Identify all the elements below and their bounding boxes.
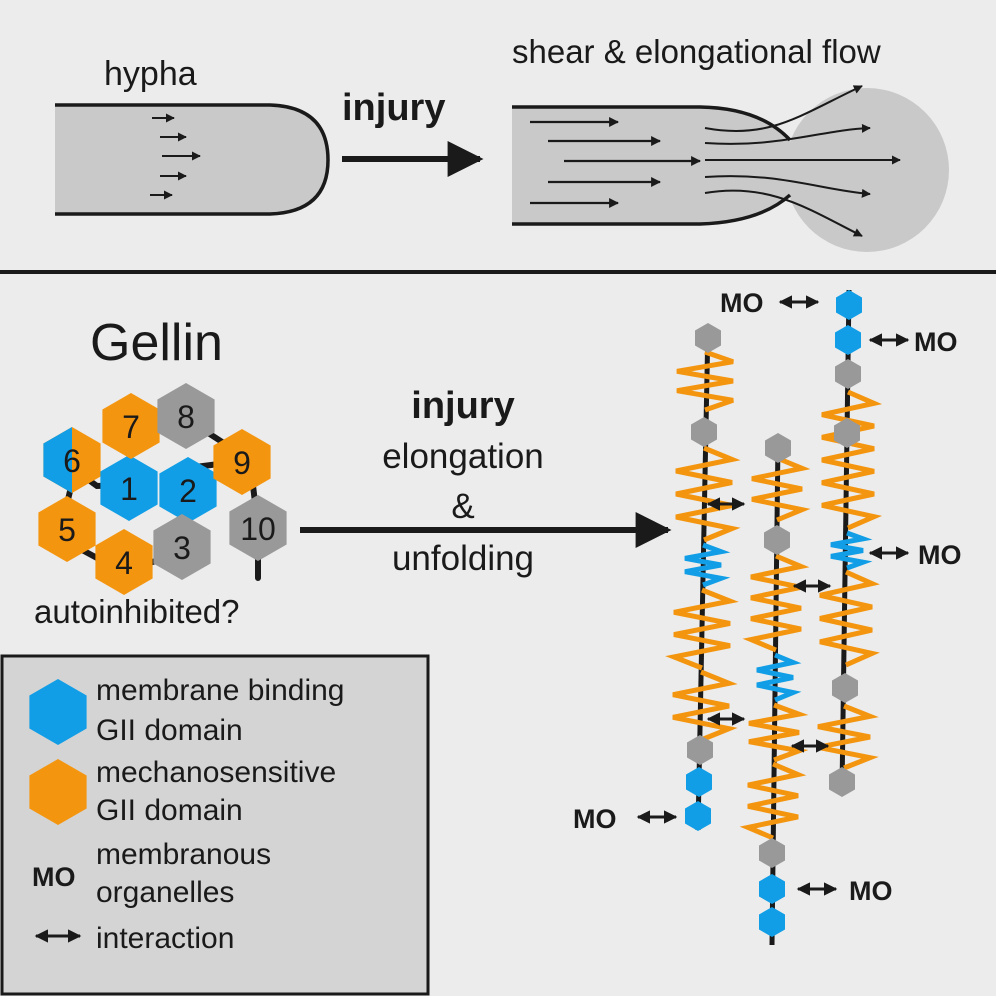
- gellin-domain-number: 9: [233, 445, 251, 481]
- elongational-flow-arrows: [704, 85, 901, 237]
- linker-domain: [765, 433, 791, 463]
- unfolded-membrane-domain: [684, 542, 731, 588]
- gellin-domain-1: [100, 455, 158, 521]
- gellin-folded-cluster: 6 1 2 3 4 5 7 8 9 10: [38, 383, 287, 595]
- membrane-binding-domain: [759, 874, 785, 904]
- chain-b-backbone: [769, 439, 781, 946]
- legend-membrane-line2: GII domain: [96, 714, 243, 747]
- gellin-domain-number: 5: [58, 512, 76, 548]
- membrane-binding-domain: [835, 325, 861, 355]
- injured-hypha: [512, 107, 790, 224]
- mo-label: MO: [918, 540, 962, 570]
- linker-domain: [834, 418, 860, 448]
- unfolded-mechanosensitive-domain: [665, 587, 739, 671]
- unfolded-mechanosensitive-domain: [817, 703, 879, 771]
- mo-label: MO: [914, 327, 958, 357]
- hypha-label: hypha: [104, 55, 197, 93]
- unfolded-membrane-domain: [756, 652, 802, 703]
- gellin-domain-6: 6: [43, 427, 101, 493]
- linker-domain: [829, 767, 855, 797]
- unfolded-membrane-domain: [830, 530, 873, 571]
- gellin-domain-number: 4: [115, 545, 133, 581]
- legend-interaction-label: interaction: [96, 922, 234, 955]
- unfolded-mechanosensitive-domain: [821, 389, 883, 531]
- mo-label: MO: [849, 876, 893, 906]
- flow-label: shear & elongational flow: [512, 33, 881, 70]
- legend-mo-line2: organelles: [96, 876, 234, 909]
- membrane-binding-domain: [759, 907, 785, 937]
- hypha-outline: [55, 103, 330, 216]
- gellin-domain-number: 6: [63, 443, 81, 479]
- injury-label-top: injury: [342, 87, 445, 129]
- gellin-domain-6-blue: [43, 427, 72, 493]
- unfolded-mechanosensitive-domain: [675, 445, 741, 543]
- gellin-domain-number: 7: [122, 409, 140, 445]
- top-panel: hypha injury shear & elongational flow: [55, 33, 949, 252]
- gellin-domain-3: [153, 514, 211, 580]
- burst-cytoplasm: [785, 88, 949, 252]
- legend-mechano-hex-icon: [29, 759, 87, 825]
- legend-mo-abbr: MO: [32, 862, 76, 892]
- linker-domain: [691, 417, 717, 447]
- interaction-arrows: [636, 295, 910, 896]
- legend-mechano-line1: mechanosensitive: [96, 756, 336, 789]
- injury-label-process: injury: [411, 385, 514, 427]
- linker-domain: [687, 735, 713, 765]
- unfolded-mechanosensitive-domain: [676, 349, 734, 413]
- gellin-domain-2: [159, 457, 217, 523]
- mo-label: MO: [720, 288, 764, 318]
- unfolding-label: unfolding: [392, 539, 534, 578]
- legend: membrane binding GII domain mechanosensi…: [0, 654, 430, 996]
- unfolded-mechanosensitive-domain: [751, 455, 811, 523]
- gellin-domain-number: 1: [120, 471, 138, 507]
- unfolded-mechanosensitive-domain: [742, 553, 810, 653]
- membrane-binding-domain: [686, 767, 712, 797]
- unfolded-mechanosensitive-domain: [739, 761, 807, 841]
- gellin-domain-5: [38, 496, 96, 562]
- membrane-binding-domain: [685, 801, 711, 831]
- linker-domain: [764, 525, 790, 555]
- cytoplasm-flow-arrows-small: [150, 113, 201, 200]
- unfolded-mechanosensitive-domain: [672, 669, 738, 743]
- shear-flow-arrows: [530, 117, 701, 208]
- hypha-tip: [55, 105, 328, 214]
- autoinhibited-label: autoinhibited?: [34, 593, 240, 630]
- gellin-domain-number: 2: [179, 473, 197, 509]
- legend-mo-line1: membranous: [96, 838, 271, 871]
- legend-membrane-hex-icon: [29, 679, 87, 745]
- gellin-domain-number: 3: [173, 530, 191, 566]
- gellin-domain-number: 8: [177, 399, 195, 435]
- gellin-domain-9: [213, 429, 271, 495]
- mo-label: MO: [573, 804, 617, 834]
- gellin-domain-8: [157, 383, 215, 449]
- gellin-domain-4: [95, 529, 153, 595]
- linker-domain: [759, 838, 785, 868]
- legend-mechano-line2: GII domain: [96, 794, 243, 827]
- linker-domain: [832, 673, 858, 703]
- gellin-domain-7: [102, 393, 160, 459]
- elongation-label: elongation: [382, 437, 544, 476]
- membrane-binding-domain: [836, 290, 862, 320]
- unfolded-mechanosensitive-domain: [819, 569, 880, 668]
- legend-membrane-line1: membrane binding: [96, 674, 344, 707]
- unfolded-gellin-chains: MO MO MO MO MO: [573, 288, 962, 946]
- linker-domain: [835, 359, 861, 389]
- injured-hypha-outline: [512, 105, 792, 226]
- gellin-title: Gellin: [90, 314, 223, 372]
- gellin-domain-number: 10: [240, 511, 276, 547]
- and-label: &: [451, 487, 474, 526]
- gellin-domain-10: [229, 495, 287, 561]
- linker-domain: [695, 323, 721, 353]
